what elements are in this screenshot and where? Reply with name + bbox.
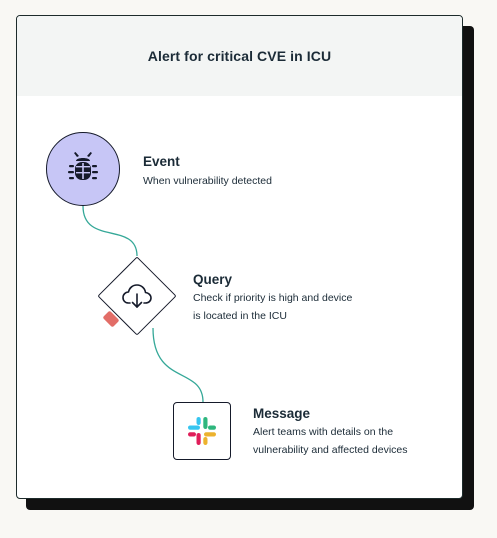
- bug-icon: [68, 152, 98, 180]
- message-title: Message: [253, 406, 311, 421]
- connector-query-to-message: [152, 327, 204, 403]
- message-node[interactable]: [173, 402, 231, 460]
- workflow-card: Alert for critical CVE in ICU: [16, 15, 463, 499]
- query-description-line-1: Check if priority is high and device: [193, 292, 353, 304]
- card-title: Alert for critical CVE in ICU: [147, 48, 332, 64]
- event-description: When vulnerability detected: [143, 175, 272, 187]
- connector-lines: [82, 205, 204, 403]
- cloud-download-icon: [122, 284, 152, 308]
- event-node[interactable]: [46, 132, 120, 206]
- event-title: Event: [143, 154, 180, 169]
- message-description-line-1: Alert teams with details on the: [253, 426, 394, 438]
- card-header: Alert for critical CVE in ICU: [17, 16, 462, 96]
- slack-icon: [188, 417, 216, 445]
- message-description-line-2: vulnerability and affected devices: [253, 444, 408, 456]
- query-description-line-2: is located in the ICU: [193, 310, 287, 322]
- connector-event-to-query: [82, 205, 138, 257]
- query-node[interactable]: [97, 256, 177, 336]
- query-title: Query: [193, 272, 233, 287]
